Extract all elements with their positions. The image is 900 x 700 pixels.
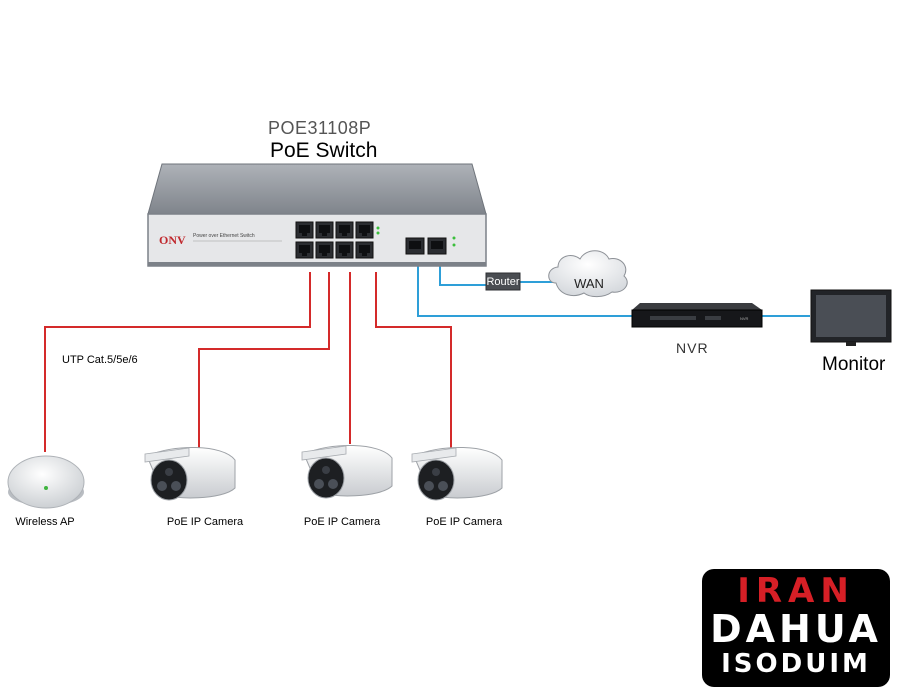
ap-led: [44, 486, 48, 490]
ip-camera: [144, 447, 236, 501]
monitor-screen: [816, 295, 886, 337]
nvr-top: [632, 303, 762, 310]
poe-port: [295, 241, 314, 259]
poe-port: [335, 221, 354, 239]
wan-label: WAN: [574, 276, 604, 291]
camera-2-label: PoE IP Camera: [304, 516, 381, 528]
poe-port: [355, 241, 374, 259]
poe-switch: ONV Power over Ethernet Switch: [147, 163, 487, 267]
ip-camera: [411, 447, 503, 501]
logo-line-2: DAHUA: [710, 607, 882, 651]
poe-port: [355, 221, 374, 239]
poe-port: [315, 241, 334, 259]
logo-line-3: ISODUIM: [721, 649, 871, 679]
svg-text:NVR: NVR: [740, 316, 749, 321]
router-box: [485, 272, 521, 291]
logo-line-1: IRAN: [737, 571, 855, 611]
ap-body: [7, 455, 85, 509]
cable-to-camera-1: [198, 272, 330, 448]
uplink-port: [405, 237, 425, 255]
cloud-shape: [548, 250, 628, 298]
monitor: [810, 289, 892, 346]
network-cables: [417, 262, 810, 317]
switch-model-label: POE31108P: [268, 118, 372, 138]
cable-to-router: [439, 262, 486, 286]
switch-ports: [295, 221, 374, 259]
uplink-port: [427, 237, 447, 255]
wireless-ap: [7, 455, 85, 509]
cable-to-camera-3: [375, 272, 452, 448]
camera-1-label: PoE IP Camera: [167, 516, 244, 528]
router: Router: [485, 272, 521, 291]
poe-port: [315, 221, 334, 239]
cable-type-label: UTP Cat.5/5e/6: [62, 354, 138, 366]
monitor-label: Monitor: [822, 354, 886, 375]
nvr-label: NVR: [676, 340, 709, 356]
camera-3-label: PoE IP Camera: [426, 516, 503, 528]
switch-panel-text: Power over Ethernet Switch: [193, 233, 255, 239]
wireless-ap-label: Wireless AP: [15, 516, 74, 528]
iran-dahua-logo: IRAN DAHUA ISODUIM: [702, 569, 890, 687]
poe-cables: [44, 272, 452, 452]
switch-brand: ONV: [159, 233, 186, 247]
nvr-body: [631, 309, 763, 328]
cable-to-nvr: [417, 262, 632, 317]
router-label: Router: [486, 276, 519, 288]
ip-camera: [301, 445, 393, 499]
switch-uplink-ports: [405, 237, 447, 255]
ip-cameras: [144, 445, 503, 501]
wan-cloud: WAN: [548, 250, 628, 298]
cable-to-wireless-ap: [44, 272, 311, 452]
switch-type-label: PoE Switch: [270, 139, 378, 162]
poe-port: [335, 241, 354, 259]
nvr: NVR: [631, 303, 763, 328]
poe-port: [295, 221, 314, 239]
switch-top: [147, 163, 487, 215]
